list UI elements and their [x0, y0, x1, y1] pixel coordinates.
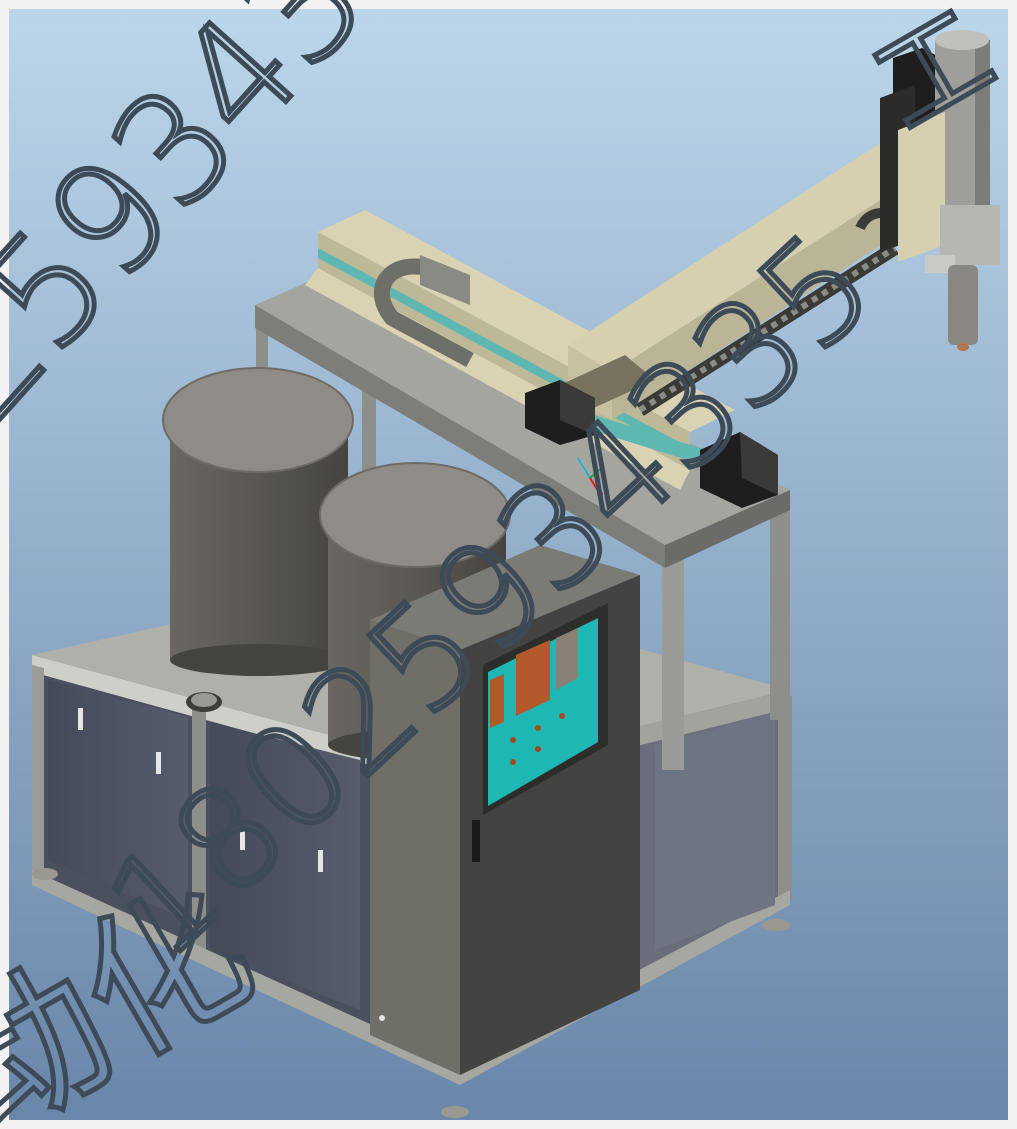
- base-post-mid: [192, 708, 206, 950]
- y-arm-side: [612, 165, 935, 420]
- upper-leg-4: [770, 505, 790, 720]
- cabinet-lock: [379, 1015, 385, 1021]
- axis-origin-marker: [597, 491, 603, 497]
- door-panel-1: [48, 680, 188, 920]
- foot-3: [762, 919, 790, 931]
- panel-copper-block: [516, 640, 550, 716]
- motor-x-face: [560, 380, 595, 435]
- base-rim-left: [32, 655, 460, 790]
- panel-button-3: [559, 713, 565, 719]
- tank-right-lid: [319, 462, 511, 568]
- tank-left: [162, 367, 354, 676]
- upper-side: [665, 490, 790, 568]
- cabinet-left-face: [370, 620, 460, 1075]
- base-post-right: [778, 696, 792, 906]
- nozzle-tip: [957, 343, 969, 351]
- base-top-hole-rim: [191, 693, 217, 707]
- panel-grey-block: [556, 628, 578, 690]
- tank-left-lid: [162, 367, 354, 473]
- door-handle-4: [318, 850, 323, 872]
- axis-z-line: [577, 457, 591, 479]
- cabinet-top: [370, 545, 640, 650]
- tank-left-bottom: [170, 644, 348, 676]
- base-post-left: [32, 665, 44, 890]
- upper-front: [255, 305, 665, 568]
- z-column-cap: [935, 30, 989, 50]
- z-column-shade: [975, 40, 990, 245]
- foot-1: [32, 868, 58, 880]
- y-cable-chain-links: [638, 245, 897, 413]
- door-panel-3: [655, 712, 775, 950]
- panel-button-2: [535, 725, 541, 731]
- z-plate: [898, 112, 945, 262]
- motor-y-face: [740, 432, 778, 495]
- x-chain-bracket: [420, 255, 470, 305]
- upper-leg-3: [662, 560, 684, 770]
- nozzle-barrel: [948, 265, 978, 345]
- motors: [525, 380, 778, 508]
- foot-2: [441, 1106, 469, 1118]
- door-handle-3: [240, 828, 245, 850]
- y-arm-top: [568, 140, 935, 372]
- panel-copper-strip: [490, 674, 504, 728]
- control-cabinet: [370, 545, 640, 1075]
- door-handle-1: [78, 708, 83, 730]
- panel-button-1: [510, 737, 516, 743]
- coordinate-axes: [577, 457, 605, 497]
- door-panel-2: [210, 722, 360, 1010]
- valve-fitting: [925, 255, 955, 273]
- z-axis-head: [880, 30, 1000, 351]
- cabinet-handle: [472, 820, 480, 862]
- axis-x-line: [589, 477, 601, 495]
- panel-button-5: [535, 746, 541, 752]
- axis-y-line: [589, 465, 605, 479]
- panel-button-4: [510, 759, 516, 765]
- door-handle-2: [156, 752, 161, 774]
